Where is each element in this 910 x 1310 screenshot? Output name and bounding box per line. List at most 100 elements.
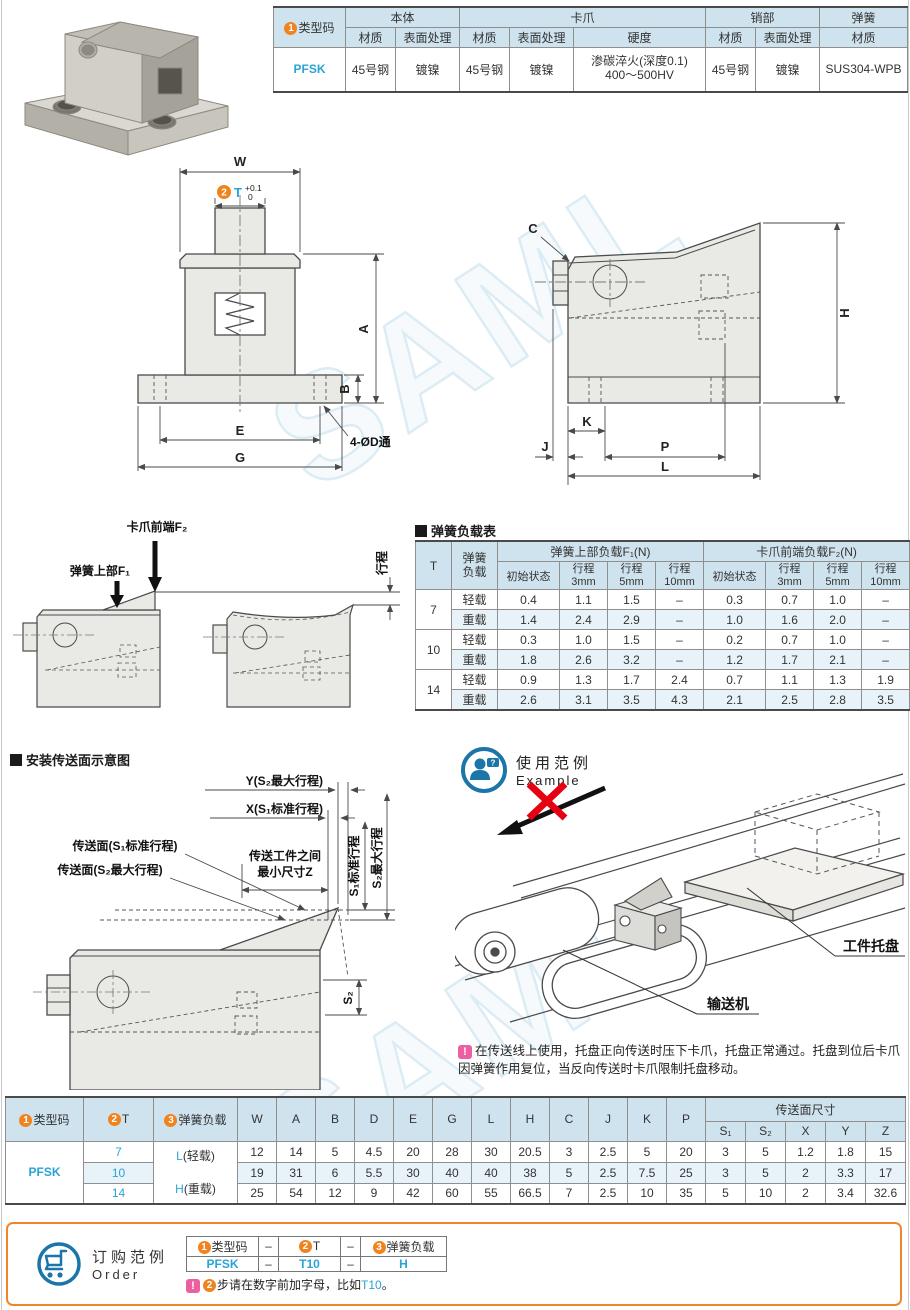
cell: 2.0 bbox=[813, 609, 863, 631]
cell: 42 bbox=[393, 1182, 433, 1205]
type-code-link[interactable]: PFSK bbox=[5, 1140, 84, 1205]
cell: 45号钢 bbox=[705, 47, 757, 92]
cell: 0.9 bbox=[497, 669, 560, 691]
cell: 2.4 bbox=[559, 609, 608, 631]
t-value: 7 bbox=[415, 589, 452, 631]
cell: 1.4 bbox=[497, 609, 560, 631]
cell: 5 bbox=[627, 1140, 667, 1163]
cell: 1.0 bbox=[703, 609, 767, 631]
cell: 5 bbox=[745, 1140, 786, 1163]
cell: 38 bbox=[510, 1161, 550, 1184]
cell: – bbox=[861, 649, 910, 671]
cell: 2 bbox=[785, 1182, 826, 1205]
cell: 10 bbox=[745, 1182, 786, 1205]
cell: 4.5 bbox=[354, 1140, 394, 1163]
col-header: A bbox=[276, 1096, 316, 1142]
label-x: X(S₁标准行程) bbox=[246, 801, 323, 816]
dimension-lines bbox=[169, 782, 395, 1016]
order-title-cn: 订购范例 bbox=[92, 1249, 169, 1266]
part-outline bbox=[552, 222, 761, 404]
hole-hidden-lines bbox=[153, 375, 327, 403]
cell: 30 bbox=[393, 1161, 433, 1184]
cell: 30 bbox=[471, 1140, 511, 1163]
svg-text:+0.1: +0.1 bbox=[245, 183, 262, 193]
cell: 28 bbox=[432, 1140, 472, 1163]
sub-header: 表面处理 bbox=[509, 27, 575, 48]
cell: 66.5 bbox=[510, 1182, 550, 1205]
cell: 3.5 bbox=[861, 689, 910, 711]
surface-group-header: 传送面尺寸 bbox=[704, 1096, 907, 1122]
dim-g: G bbox=[235, 450, 245, 465]
cell: 3 bbox=[705, 1140, 746, 1163]
note-text: 步请在数字前加字母，比如 bbox=[217, 1277, 362, 1292]
step3-badge: 3 bbox=[164, 1113, 178, 1127]
cell: 2.5 bbox=[765, 689, 815, 711]
dash: – bbox=[340, 1235, 362, 1257]
cell: 9 bbox=[354, 1182, 394, 1205]
cell: 15 bbox=[864, 1140, 907, 1163]
cell: 1.7 bbox=[765, 649, 815, 671]
dim-p: P bbox=[661, 439, 670, 454]
cell: 1.5 bbox=[607, 629, 656, 651]
order-t-value: T10 bbox=[278, 1255, 342, 1272]
step1-badge: 1 bbox=[197, 1240, 211, 1254]
spring-symbol bbox=[224, 292, 255, 336]
cell: 45号钢 bbox=[459, 47, 511, 92]
group-f1: 弹簧上部负载F₁(N) bbox=[496, 540, 705, 562]
front-view-drawing: W 2 T +0.1 0 A B E G 4-ØD通 bbox=[137, 154, 391, 471]
dash: – bbox=[340, 1255, 362, 1272]
label-s1-stroke: S₁标准行程 bbox=[346, 836, 361, 897]
cell: 3.5 bbox=[607, 689, 656, 711]
sub-header: 初始状态 bbox=[703, 560, 767, 591]
type-code-link[interactable]: PFSK bbox=[273, 47, 346, 92]
cell: 1.3 bbox=[813, 669, 863, 691]
cell: – bbox=[654, 649, 705, 671]
part-outline bbox=[46, 906, 340, 1090]
dim-a: A bbox=[356, 324, 371, 334]
cell: 1.0 bbox=[813, 589, 863, 611]
cell: 2.9 bbox=[607, 609, 656, 631]
label-s2: S₂ bbox=[341, 991, 355, 1004]
col-header: D bbox=[354, 1096, 394, 1142]
step2-badge: 2 bbox=[203, 1278, 217, 1292]
load-label: 轻载 bbox=[451, 629, 498, 651]
cell: X bbox=[785, 1120, 826, 1142]
label-gap: 最小尺寸Z bbox=[257, 864, 312, 879]
sub-header: 表面处理 bbox=[755, 27, 821, 48]
cell: 2.5 bbox=[588, 1140, 628, 1163]
cell: 2.8 bbox=[813, 689, 863, 711]
cell: 3 bbox=[705, 1161, 746, 1184]
cell: 25 bbox=[237, 1182, 277, 1205]
col-header: E bbox=[393, 1096, 433, 1142]
cell: 32.6 bbox=[864, 1182, 907, 1205]
cell: 2 bbox=[785, 1161, 826, 1184]
cell: 1.7 bbox=[607, 669, 656, 691]
centerlines bbox=[535, 259, 645, 307]
dim-l: L bbox=[661, 459, 669, 474]
cell: 5 bbox=[705, 1182, 746, 1205]
cell: 3.4 bbox=[825, 1182, 866, 1205]
cell: S₂ bbox=[745, 1120, 786, 1142]
cell: 2.5 bbox=[588, 1161, 628, 1184]
sub-header: 表面处理 bbox=[394, 27, 461, 48]
cell: 1.0 bbox=[813, 629, 863, 651]
col-header: L bbox=[471, 1096, 511, 1142]
spec-row: PFSK 45号钢 镀镍 45号钢 镀镍 渗碳淬火(深度0.1)400～500H… bbox=[273, 47, 909, 92]
cell: 17 bbox=[864, 1161, 907, 1184]
leader-lines bbox=[562, 887, 905, 1015]
cell: 1.9 bbox=[861, 669, 910, 691]
t-value: 10 bbox=[83, 1161, 154, 1184]
